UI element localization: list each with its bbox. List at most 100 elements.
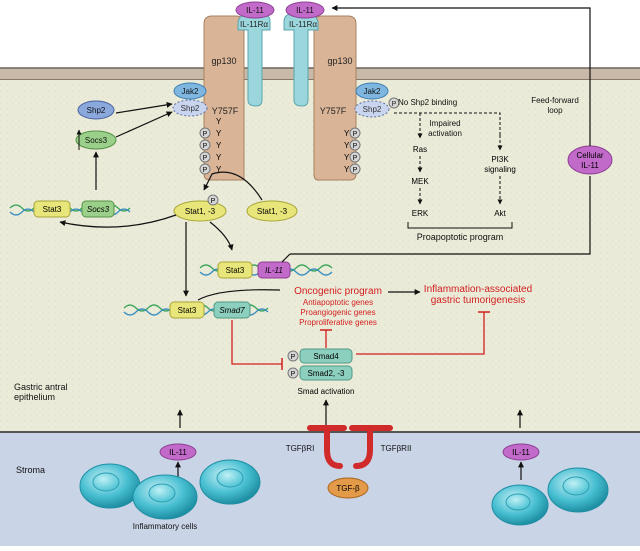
inflammatory-cells-label: Inflammatory cells bbox=[133, 522, 197, 531]
svg-text:Socs3: Socs3 bbox=[85, 136, 108, 145]
svg-text:Y: Y bbox=[344, 165, 350, 174]
erk-label: ERK bbox=[412, 209, 429, 218]
proproliferative-label: Proproliferative genes bbox=[299, 318, 377, 327]
il11-ligand-right: IL-11 bbox=[285, 1, 325, 19]
activation-label: activation bbox=[428, 129, 462, 138]
svg-text:IL-11: IL-11 bbox=[512, 448, 530, 457]
gp130-left-label: gp130 bbox=[211, 56, 236, 66]
ras-label: Ras bbox=[413, 145, 427, 154]
svg-text:Cellular: Cellular bbox=[576, 151, 603, 160]
svg-text:P: P bbox=[203, 167, 208, 174]
svg-text:Jak2: Jak2 bbox=[364, 87, 381, 96]
svg-text:Shp2: Shp2 bbox=[181, 104, 200, 113]
svg-text:Shp2: Shp2 bbox=[87, 106, 106, 115]
svg-text:Shp2: Shp2 bbox=[363, 105, 382, 114]
akt-label: Akt bbox=[494, 209, 506, 218]
smad-complex: Smad4 Smad2, -3 P P bbox=[287, 348, 353, 381]
inflammatory-cell-1 bbox=[79, 463, 141, 509]
svg-text:IL-11: IL-11 bbox=[246, 6, 264, 15]
signaling-label: signaling bbox=[484, 165, 516, 174]
inflammatory-cell-4 bbox=[491, 484, 549, 526]
svg-text:Y: Y bbox=[344, 141, 350, 150]
stat1-3-complex-right: Stat1, -3 bbox=[246, 200, 298, 222]
tgfbrii-receptor bbox=[349, 425, 393, 469]
gastric-antral-label: Gastric antral bbox=[14, 382, 68, 392]
svg-text:Y: Y bbox=[216, 165, 222, 174]
gp130-receptor-right: gp130 Y757F bbox=[313, 15, 357, 181]
svg-text:IL-11: IL-11 bbox=[296, 6, 314, 15]
impaired-label: Impaired bbox=[429, 119, 460, 128]
svg-text:Smad2, -3: Smad2, -3 bbox=[308, 369, 345, 378]
loop-label: loop bbox=[547, 106, 563, 115]
svg-text:IL-11: IL-11 bbox=[265, 266, 283, 275]
svg-text:Y: Y bbox=[216, 141, 222, 150]
svg-text:Y: Y bbox=[344, 153, 350, 162]
epithelium-label: epithelium bbox=[14, 392, 55, 402]
inflammatory-cell-3 bbox=[199, 459, 261, 505]
svg-text:Y: Y bbox=[344, 129, 350, 138]
socs3-protein: Socs3 bbox=[75, 130, 117, 150]
stroma-il11-left: IL-11 bbox=[159, 443, 197, 461]
shp2-right-dashed: Shp2 P bbox=[354, 97, 400, 118]
svg-text:Stat1, -3: Stat1, -3 bbox=[185, 207, 216, 216]
no-shp2-binding-label: No Shp2 binding bbox=[398, 98, 457, 107]
antiapoptotic-label: Antiapoptotic genes bbox=[303, 298, 373, 307]
stroma-il11-right: IL-11 bbox=[502, 443, 540, 461]
gp130-receptor-left: gp130 Y757F bbox=[203, 15, 245, 181]
mek-label: MEK bbox=[411, 177, 429, 186]
jak2-right: Jak2 bbox=[355, 82, 389, 100]
svg-text:Stat3: Stat3 bbox=[226, 266, 245, 275]
svg-text:Y: Y bbox=[216, 117, 222, 126]
svg-text:P: P bbox=[392, 101, 397, 108]
feed-forward-label: Feed-forward bbox=[531, 96, 579, 105]
svg-text:Smad4: Smad4 bbox=[313, 352, 339, 361]
dna-socs3-gene: Stat3 Socs3 bbox=[9, 200, 131, 218]
svg-text:IL-11: IL-11 bbox=[581, 161, 599, 170]
svg-text:P: P bbox=[353, 155, 358, 162]
svg-text:Socs3: Socs3 bbox=[87, 205, 110, 214]
svg-text:Stat1, -3: Stat1, -3 bbox=[257, 207, 288, 216]
svg-text:Smad7: Smad7 bbox=[219, 306, 245, 315]
y757f-left-label: Y757F bbox=[212, 106, 239, 116]
svg-text:P: P bbox=[353, 143, 358, 150]
svg-text:P: P bbox=[291, 354, 296, 361]
il11-ligand-left: IL-11 bbox=[235, 1, 275, 19]
il11ra-left-label: IL-11Rα bbox=[240, 20, 268, 29]
inflammatory-cell-2 bbox=[132, 474, 198, 520]
svg-text:TGF-β: TGF-β bbox=[336, 484, 360, 493]
jak2-left: Jak2 bbox=[173, 82, 207, 100]
shp2-free: Shp2 bbox=[77, 100, 115, 120]
tgfbri-receptor bbox=[307, 425, 347, 469]
svg-text:Stat3: Stat3 bbox=[178, 306, 197, 315]
inflammation-label-2: gastric tumorigenesis bbox=[431, 295, 525, 306]
cellular-il11: Cellular IL-11 bbox=[567, 145, 613, 175]
svg-text:P: P bbox=[291, 371, 296, 378]
tgfbri-label: TGFβRI bbox=[286, 444, 315, 453]
proangiogenic-label: Proangiogenic genes bbox=[300, 308, 375, 317]
inflammatory-cell-5 bbox=[547, 467, 609, 513]
svg-text:P: P bbox=[211, 198, 216, 205]
tgfb-ligand: TGF-β bbox=[327, 477, 369, 499]
svg-text:Jak2: Jak2 bbox=[182, 87, 199, 96]
svg-text:P: P bbox=[353, 131, 358, 138]
oncogenic-program-label: Oncogenic program bbox=[294, 286, 382, 297]
proapoptotic-program-label: Proapoptotic program bbox=[417, 232, 504, 242]
stroma-label: Stroma bbox=[16, 465, 45, 475]
shp2-left-dashed: Shp2 bbox=[172, 99, 208, 117]
dna-il11-gene: Stat3 IL-11 bbox=[199, 261, 333, 279]
il11ra-right-label: IL-11Rα bbox=[289, 20, 317, 29]
svg-text:P: P bbox=[203, 131, 208, 138]
tgfbrii-label: TGFβRII bbox=[381, 444, 412, 453]
smad-activation-label: Smad activation bbox=[298, 387, 355, 396]
svg-text:P: P bbox=[353, 167, 358, 174]
svg-text:Y: Y bbox=[216, 129, 222, 138]
stat1-3-complex-left: Stat1, -3 P bbox=[173, 194, 227, 222]
svg-text:Y: Y bbox=[216, 153, 222, 162]
inflammation-label-1: Inflammation-associated bbox=[424, 284, 532, 295]
svg-text:Stat3: Stat3 bbox=[43, 205, 62, 214]
svg-text:P: P bbox=[203, 143, 208, 150]
